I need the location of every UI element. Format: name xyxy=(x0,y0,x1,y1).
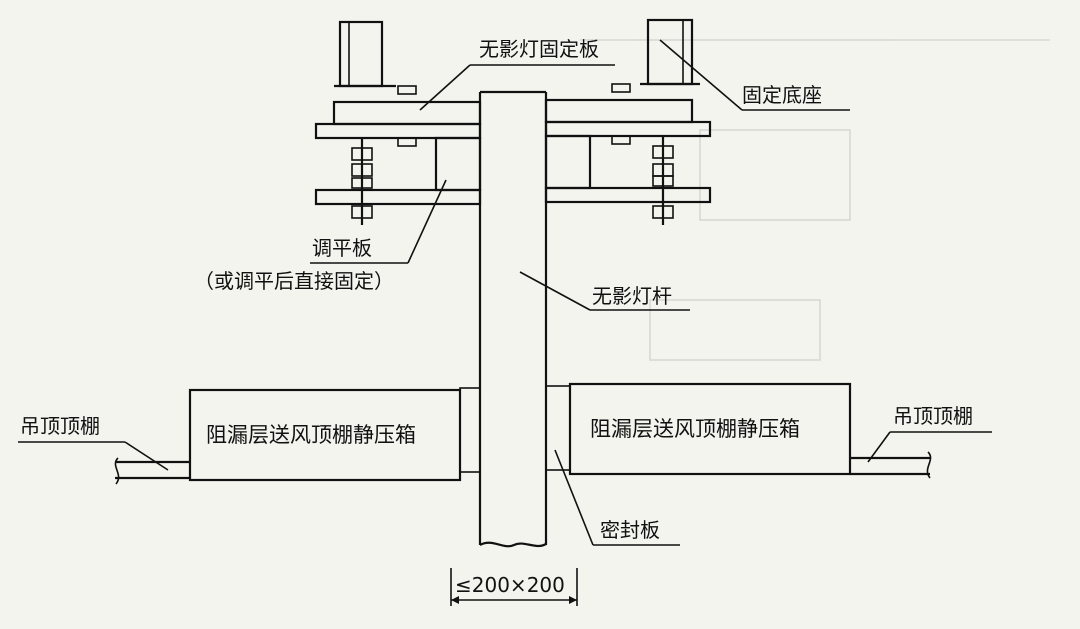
nut-top-left xyxy=(397,85,417,95)
fixed-base-left xyxy=(334,20,396,88)
seal-plates xyxy=(459,385,571,473)
mounting-plate xyxy=(332,98,694,126)
label-lamp-pole: 无影灯杆 xyxy=(592,284,672,308)
upper-steel-plate xyxy=(314,120,712,140)
bolt-left xyxy=(351,138,373,225)
nut-mid-right xyxy=(611,135,631,145)
leveling-plates xyxy=(434,134,592,192)
label-leveling-note: （或调平后直接固定） xyxy=(194,269,394,293)
label-fixed-base: 固定底座 xyxy=(742,83,822,107)
label-mounting-plate: 无影灯固定板 xyxy=(479,37,599,61)
nut-top-right xyxy=(611,83,631,93)
nut-mid-left xyxy=(397,137,417,147)
label-plenum-box-left: 阻漏层送风顶棚静压箱 xyxy=(206,423,416,447)
label-ceiling-left: 吊顶顶棚 xyxy=(20,414,100,438)
label-leveling-plate: 调平板 xyxy=(312,236,372,260)
ceiling-right xyxy=(850,451,932,479)
bolt-right xyxy=(652,136,674,225)
ceiling-left xyxy=(114,457,190,485)
fixed-base-right xyxy=(640,18,700,86)
label-seal-plate: 密封板 xyxy=(600,518,660,542)
leader-lines xyxy=(18,39,992,546)
lower-steel-plate xyxy=(314,186,712,206)
label-dimension: ≤200×200 xyxy=(455,573,565,597)
dimension-marker xyxy=(450,568,578,606)
background-faint-marks xyxy=(580,39,1050,361)
lamp-pole xyxy=(478,90,548,548)
label-plenum-box-right: 阻漏层送风顶棚静压箱 xyxy=(590,417,800,441)
label-ceiling-right: 吊顶顶棚 xyxy=(893,404,973,428)
